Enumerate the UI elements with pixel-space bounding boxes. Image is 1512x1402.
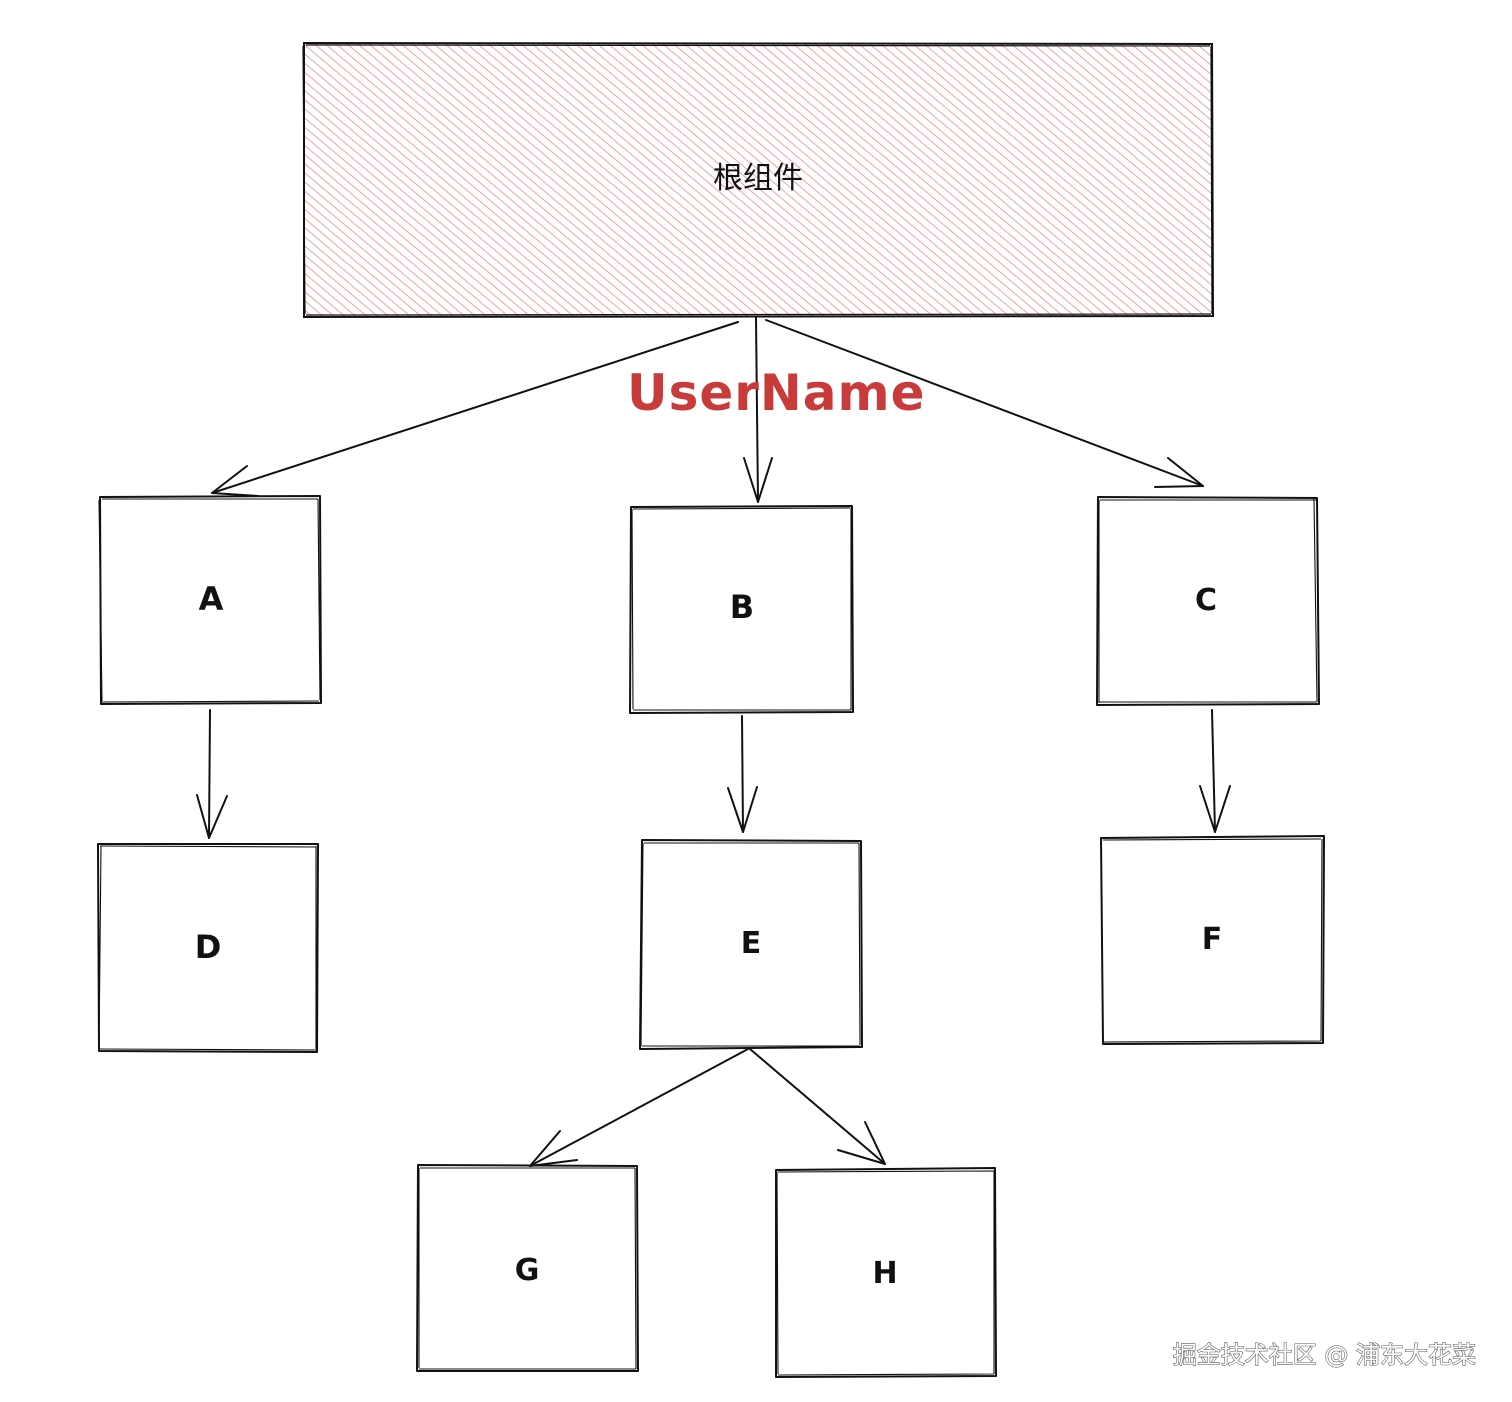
node-h-label: H xyxy=(872,1256,897,1291)
node-d-label: D xyxy=(195,928,222,966)
node-a-label: A xyxy=(199,580,224,618)
node-f-box xyxy=(1100,835,1325,1045)
edge-a-to-d xyxy=(196,709,228,839)
node-b-box xyxy=(629,505,854,714)
node-b-label: B xyxy=(730,588,754,626)
node-f-label: F xyxy=(1202,922,1223,957)
edge-e-to-h xyxy=(749,1048,886,1165)
node-g-box xyxy=(416,1164,639,1372)
edge-root-to-b xyxy=(743,317,773,503)
node-e-box xyxy=(639,839,863,1050)
root-component-box xyxy=(302,41,1215,319)
edge-label-username: UserName xyxy=(627,364,926,422)
edge-root-to-c xyxy=(765,319,1204,488)
node-c-label: C xyxy=(1195,583,1217,618)
node-a-box xyxy=(98,495,322,705)
node-g-label: G xyxy=(515,1253,540,1288)
edge-e-to-g xyxy=(529,1048,749,1167)
watermark-text: 掘金技术社区 @ 浦东大花菜 xyxy=(1173,1341,1476,1369)
root-component-label: 根组件 xyxy=(713,161,803,196)
node-e-label: E xyxy=(741,926,762,961)
node-d-box xyxy=(97,843,319,1053)
edge-b-to-e xyxy=(727,715,758,833)
node-c-box xyxy=(1096,496,1320,706)
node-h-box xyxy=(775,1167,997,1378)
edge-c-to-f xyxy=(1199,709,1231,833)
